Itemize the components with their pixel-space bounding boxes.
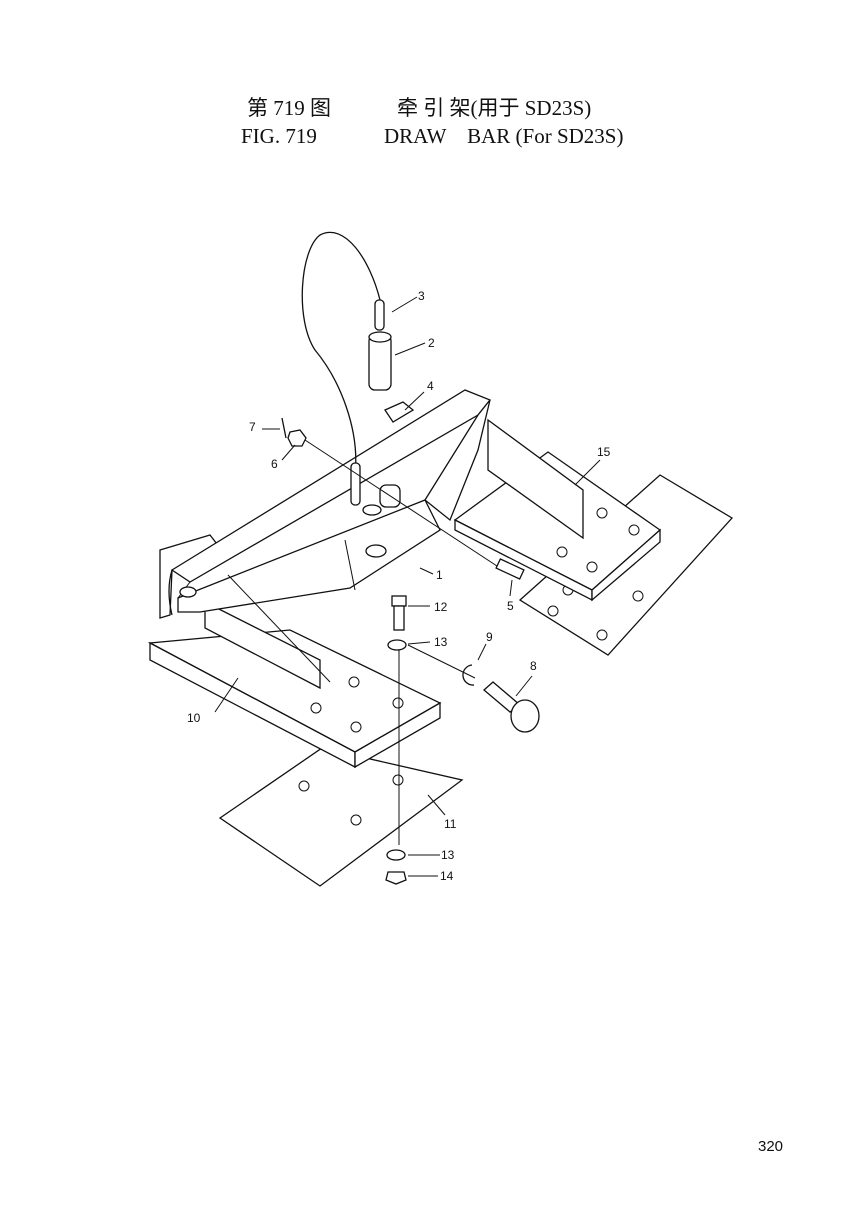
cotter-pin-7 — [281, 417, 287, 439]
callout-13-upper: 13 — [434, 635, 448, 649]
snap-ring-axis — [407, 644, 476, 679]
pin-5-line — [304, 439, 525, 580]
figure-name-en: DRAW BAR (For SD23S) — [384, 124, 624, 148]
callout-8: 8 — [530, 659, 537, 673]
callout-10: 10 — [187, 711, 201, 725]
nut-6 — [287, 429, 307, 447]
callout-5: 5 — [507, 599, 514, 613]
callout-11: 11 — [444, 817, 457, 831]
draw-bar-frame-1 — [159, 389, 492, 683]
callout-labels: 1 2 3 4 5 6 7 8 9 10 11 12 13 13 14 15 — [187, 289, 611, 883]
bolt-12 — [391, 595, 407, 631]
bolt-8 — [483, 681, 540, 733]
mounting-plate-15 — [453, 418, 662, 602]
pin-2 — [368, 331, 392, 391]
callout-9: 9 — [486, 630, 493, 644]
figure-number-en: FIG. 719 — [241, 124, 317, 148]
mounting-plate-10 — [147, 600, 442, 769]
callout-6: 6 — [271, 457, 278, 471]
page-number: 320 — [758, 1138, 784, 1155]
washer-13-upper — [387, 639, 407, 651]
figure-number-cn: 第 719 图 — [247, 96, 331, 120]
callout-4: 4 — [427, 379, 434, 393]
callout-2: 2 — [428, 336, 435, 350]
title-english: FIG. 719 DRAW BAR (For SD23S) — [0, 124, 860, 156]
nut-14 — [385, 871, 407, 885]
callout-7: 7 — [249, 420, 256, 434]
callout-1: 1 — [436, 568, 443, 582]
figure-name-cn: 牵 引 架(用于 SD23S) — [397, 96, 592, 120]
leader-lines — [214, 296, 601, 877]
title-chinese: 第 719 图 牵 引 架(用于 SD23S) — [0, 92, 860, 124]
callout-3: 3 — [418, 289, 425, 303]
lower-shim-plate-11 — [218, 747, 464, 887]
chain-loop — [301, 232, 385, 506]
callout-12: 12 — [434, 600, 448, 614]
washer-13-lower — [386, 849, 406, 861]
callout-14: 14 — [440, 869, 454, 883]
bracket-4 — [384, 401, 415, 423]
callout-13-lower: 13 — [441, 848, 455, 862]
snap-ring-9 — [462, 664, 475, 686]
callout-15: 15 — [597, 445, 611, 459]
